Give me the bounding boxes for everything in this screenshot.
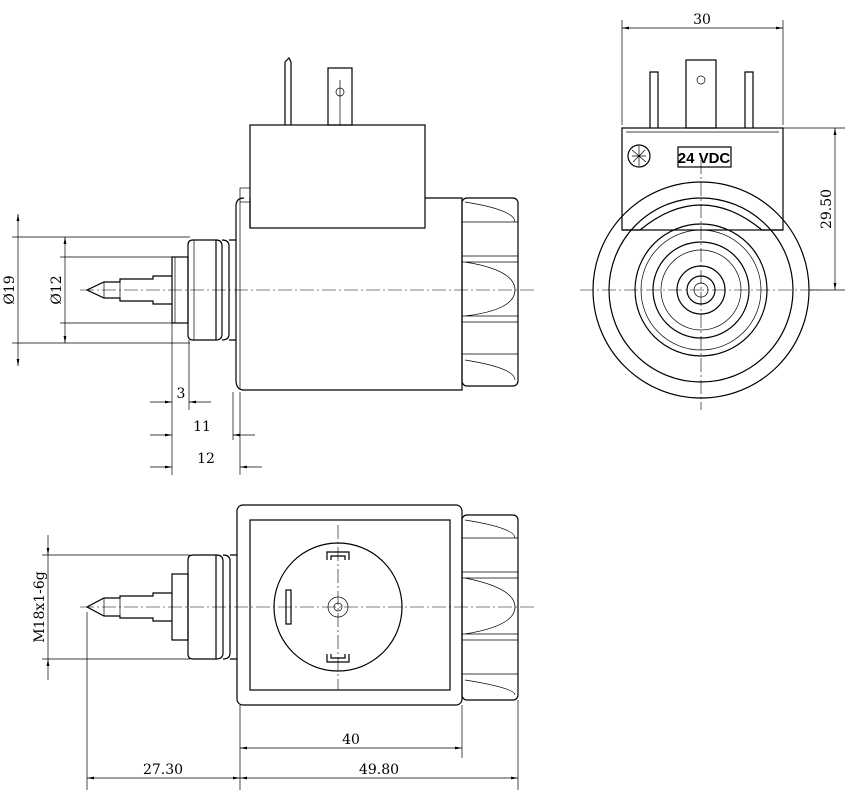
dim-27-30: 27.30 xyxy=(143,762,183,778)
certification-mark-icon xyxy=(627,144,651,168)
dim-height-29-50: 29.50 xyxy=(819,189,835,229)
dim-diameter-19: Ø19 xyxy=(2,275,18,304)
dim-width-30: 30 xyxy=(693,12,711,28)
dim-40: 40 xyxy=(342,732,360,748)
side-view-top: Ø19 Ø12 3 11 12 xyxy=(2,56,535,475)
dim-49-80: 49.80 xyxy=(359,762,399,778)
dim-diameter-12: Ø12 xyxy=(49,275,65,304)
dim-3: 3 xyxy=(177,386,186,402)
end-view: 24 VDC 30 29.50 xyxy=(580,12,845,410)
coil-voltage-label: 24 VDC xyxy=(678,150,731,167)
dim-11: 11 xyxy=(193,419,211,435)
side-view-bottom: M18x1-6g 40 27.30 49.80 xyxy=(32,504,535,790)
dim-12: 12 xyxy=(197,451,215,467)
dim-thread: M18x1-6g xyxy=(32,571,48,643)
